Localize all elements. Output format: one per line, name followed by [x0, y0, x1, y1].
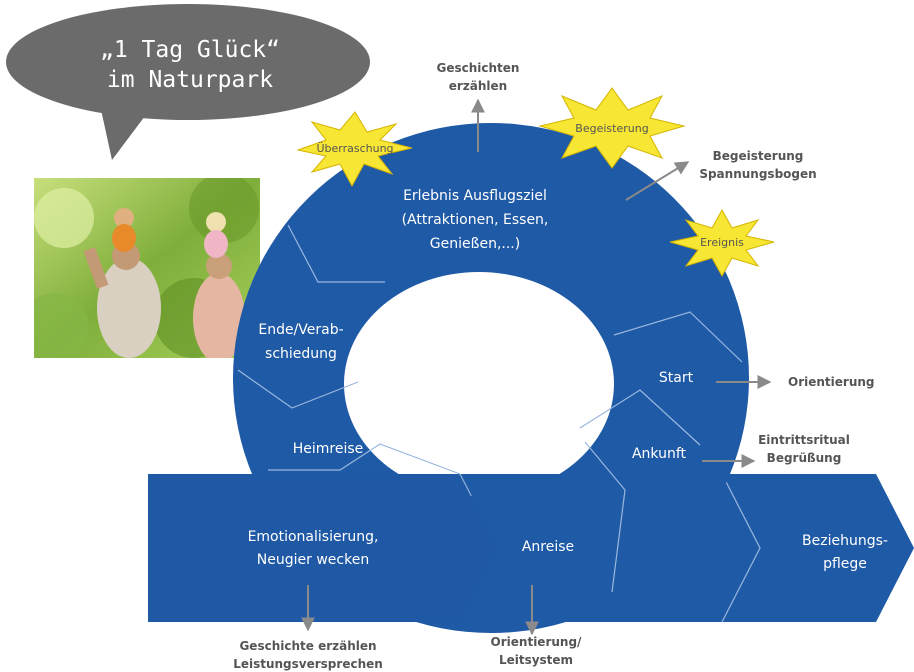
erlebnis-line-2: (Attraktionen, Essen, — [402, 212, 549, 228]
band-right-label: Beziehungs- pflege — [802, 533, 888, 572]
geschichten-line-1: Geschichten — [437, 61, 520, 75]
geschichten-line-2: erzählen — [449, 79, 507, 93]
segment-ankunft: Ankunft — [632, 446, 687, 462]
annotation-geschichten: Geschichten erzählen — [437, 61, 520, 93]
eintritt-line-2: Begrüßung — [767, 451, 842, 465]
segment-erlebnis: Erlebnis Ausflugsziel (Attraktionen, Ess… — [402, 188, 549, 252]
ende-line-2: schiedung — [265, 346, 337, 362]
geschichte-leistung-line-1: Geschichte erzählen — [239, 639, 376, 653]
annotation-eintritt: Eintrittsritual Begrüßung — [758, 433, 850, 465]
bubble-line-1: „1 Tag Glück“ — [100, 37, 280, 63]
segment-start: Start — [659, 370, 694, 386]
geschichte-leistung-line-2: Leistungsversprechen — [233, 657, 383, 671]
star-ereignis: Ereignis — [669, 208, 775, 278]
band-left-line-2: Neugier wecken — [257, 552, 369, 568]
annotation-arrows — [301, 98, 772, 636]
star-begeisterung: Begeisterung — [538, 87, 686, 169]
annotation-orientierung: Orientierung — [788, 375, 875, 389]
annotation-begeisterung-spannung: Begeisterung Spannungsbogen — [699, 149, 816, 181]
arrow-begeisterung — [625, 161, 690, 201]
segment-ende: Ende/Verab- schiedung — [258, 322, 343, 362]
eintritt-line-1: Eintrittsritual — [758, 433, 850, 447]
segment-heimreise: Heimreise — [293, 441, 364, 457]
orient-leit-line-1: Orientierung/ — [491, 635, 582, 649]
begeisterung-line-1: Begeisterung — [713, 149, 804, 163]
annotation-orient-leit: Orientierung/ Leitsystem — [491, 635, 582, 667]
segment-anreise: Anreise — [522, 539, 574, 555]
bubble-line-2: im Naturpark — [107, 67, 273, 93]
band-left-label: Emotionalisierung, Neugier wecken — [248, 529, 379, 568]
journey-ring — [148, 123, 749, 633]
band-right-line-2: pflege — [823, 556, 867, 572]
begeisterung-line-2: Spannungsbogen — [699, 167, 816, 181]
speech-bubble: „1 Tag Glück“ im Naturpark — [6, 4, 370, 160]
annotation-geschichte-leistung: Geschichte erzählen Leistungsversprechen — [233, 639, 383, 671]
star-ereignis-label: Ereignis — [700, 236, 744, 249]
star-ueberraschung-label: Überraschung — [316, 142, 393, 155]
star-begeisterung-label: Begeisterung — [575, 122, 648, 135]
orient-leit-line-2: Leitsystem — [499, 653, 573, 667]
ende-line-1: Ende/Verab- — [258, 322, 343, 338]
erlebnis-line-1: Erlebnis Ausflugsziel — [403, 188, 547, 204]
band-left-line-1: Emotionalisierung, — [248, 529, 379, 545]
family-photo — [34, 178, 260, 358]
star-ueberraschung: Überraschung — [296, 111, 413, 188]
band-right-line-1: Beziehungs- — [802, 533, 888, 549]
erlebnis-line-3: Genießen,...) — [430, 236, 520, 252]
